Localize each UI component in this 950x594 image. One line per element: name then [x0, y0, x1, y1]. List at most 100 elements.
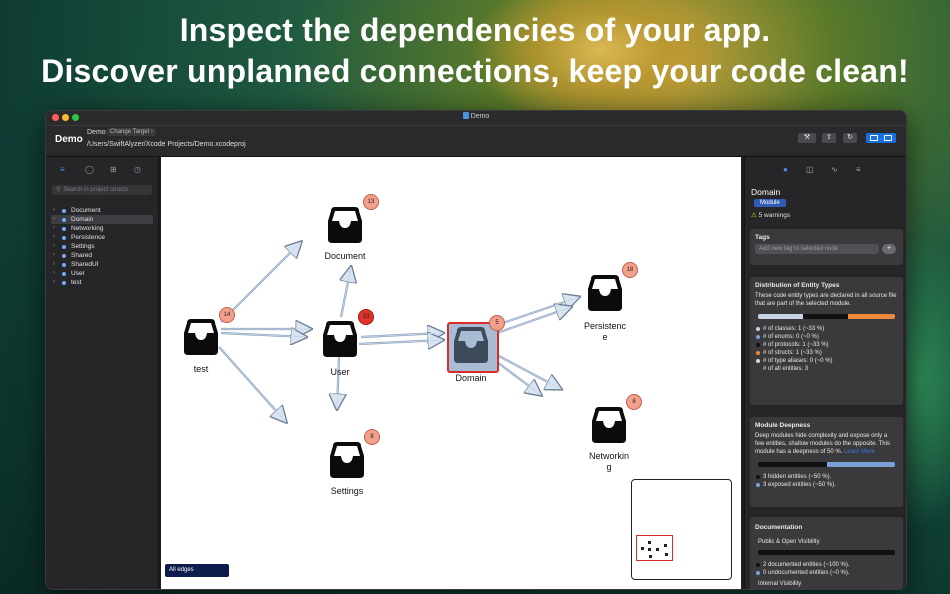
sidebar-item-test[interactable]: ›test: [53, 279, 82, 286]
stat-undocumented: 0 undocumented entities (~0 %).: [755, 569, 898, 577]
search-icon: ⚲: [56, 187, 61, 193]
inspector-title: Domain: [751, 187, 781, 197]
chevron-right-icon[interactable]: ›: [53, 207, 55, 213]
chevron-right-icon[interactable]: ›: [53, 225, 55, 231]
tray-icon[interactable]: [589, 405, 629, 445]
deepness-bar-exposed: [826, 462, 895, 467]
distribution-bar: [758, 314, 895, 319]
deepness-bar: [758, 462, 895, 467]
module-icon: [62, 272, 66, 276]
chart-icon[interactable]: ∿: [831, 165, 838, 174]
refresh-icon[interactable]: ↻: [843, 133, 857, 143]
dependency-graph[interactable]: 14 test 13 Document 33 User 5 Domain 18 …: [161, 157, 741, 589]
chevron-right-icon[interactable]: ›: [53, 261, 55, 267]
tray-icon[interactable]: [451, 325, 491, 365]
grid-icon[interactable]: ⊞: [110, 165, 117, 174]
node-badge-user: 33: [358, 309, 374, 325]
share-icon[interactable]: ⇧: [822, 133, 836, 143]
sidebar-left-icon[interactable]: [870, 135, 878, 141]
tray-icon[interactable]: [585, 273, 625, 313]
tray-icon[interactable]: [327, 440, 367, 480]
tags-title: Tags: [755, 234, 770, 241]
sidebar-item-networking[interactable]: ›Networking: [53, 225, 104, 232]
hammer-icon[interactable]: ⚒: [798, 133, 816, 143]
node-badge-domain: 5: [489, 315, 505, 331]
minimap[interactable]: [631, 479, 732, 580]
node-label-test: test: [193, 364, 209, 374]
sidebar-item-persistence[interactable]: ›Persistence: [53, 234, 105, 241]
warnings-count[interactable]: ⚠ 5 warnings: [751, 212, 791, 219]
project-tree: ›Document ›Domain ›Networking ›Persisten…: [51, 206, 153, 287]
documentation-title: Documentation: [755, 524, 803, 531]
change-target-button[interactable]: Change Target ›: [107, 128, 156, 136]
sidebar-right-icon[interactable]: [884, 135, 892, 141]
tags-card: Tags Add new tag to selected node+: [750, 229, 903, 265]
chevron-right-icon[interactable]: ›: [53, 270, 55, 276]
sidebar-item-user[interactable]: ›User: [53, 270, 85, 277]
app-window: Demo Demo Demo Change Target › /Users/Sw…: [45, 110, 907, 590]
inspector-panel: ● ◫ ∿ ≡ Domain Module ⚠ 5 warnings Tags …: [744, 157, 906, 589]
sidebar-item-shared[interactable]: ›Shared: [53, 252, 92, 259]
add-tag-button[interactable]: +: [882, 244, 896, 254]
deepness-description: Deep modules hide complexity and expose …: [755, 433, 890, 455]
clock-icon[interactable]: ◷: [134, 165, 141, 174]
close-window-button[interactable]: [52, 114, 59, 121]
edges-layer: [218, 157, 741, 589]
module-type-badge: Module: [754, 199, 786, 207]
sidebar-item-sharedui[interactable]: ›SharedUI: [53, 261, 99, 268]
sidebar: ≡ ◯ ⊞ ◷ ⚲Search in project structu ›Docu…: [46, 157, 159, 589]
tag-input[interactable]: Add new tag to selected node: [755, 244, 879, 254]
chevron-right-icon[interactable]: ›: [53, 252, 55, 258]
list-icon[interactable]: ≡: [60, 165, 65, 174]
project-path: /Users/SwiftAlyzer/Xcode Projects/Demo.x…: [87, 141, 246, 148]
stat-enums: # of enums: 0 (~0 %): [755, 333, 898, 341]
module-icon: [62, 263, 66, 267]
edges-filter-button[interactable]: All edges: [165, 564, 229, 577]
module-icon: [62, 254, 66, 258]
app-name: Demo: [55, 134, 83, 145]
sidebar-item-settings[interactable]: ›Settings: [53, 243, 95, 250]
tray-icon[interactable]: [325, 205, 365, 245]
sidebar-item-document[interactable]: ›Document: [53, 207, 101, 214]
tray-icon[interactable]: [320, 319, 360, 359]
module-icon: [62, 227, 66, 231]
minimap-viewport[interactable]: [636, 535, 673, 561]
minimize-window-button[interactable]: [62, 114, 69, 121]
distribution-bar-protocols: [803, 314, 849, 319]
chevron-right-icon[interactable]: ›: [53, 279, 55, 285]
internal-visibility-heading: Internal Visibility: [758, 581, 802, 587]
document-icon: [462, 112, 469, 119]
node-label-document: Document: [324, 251, 366, 261]
deepness-title: Module Deepness: [755, 422, 811, 429]
module-icon: [62, 236, 66, 240]
stat-protocols: # of protocols: 1 (~33 %): [755, 341, 898, 349]
chevron-right-icon[interactable]: ›: [53, 234, 55, 240]
stat-exposed-entities: 3 exposed entities (~50 %).: [755, 481, 898, 489]
tag-icon[interactable]: ◯: [85, 165, 94, 174]
headline-line-1: Inspect the dependencies of your app.: [179, 12, 771, 48]
node-label-domain: Domain: [455, 373, 487, 383]
toolbar: Demo Demo Change Target › /Users/SwiftAl…: [46, 126, 906, 157]
info-icon[interactable]: ●: [783, 165, 788, 174]
node-badge-settings: 8: [364, 429, 380, 445]
relations-icon[interactable]: ◫: [806, 165, 814, 174]
chevron-right-icon[interactable]: ›: [53, 216, 55, 222]
distribution-bar-structs: [848, 314, 895, 319]
sidebar-item-domain[interactable]: ›Domain: [51, 215, 153, 224]
zoom-window-button[interactable]: [72, 114, 79, 121]
window-title: Demo: [46, 112, 906, 120]
node-label-user: User: [330, 367, 350, 377]
project-name: Demo: [87, 129, 106, 136]
chevron-right-icon[interactable]: ›: [53, 243, 55, 249]
documentation-bar: [758, 550, 895, 555]
background-glow: [470, 0, 730, 130]
documentation-card: Documentation Public & Open Visibility 2…: [750, 517, 903, 589]
layout-toggle[interactable]: [866, 133, 896, 143]
search-input[interactable]: ⚲Search in project structu: [52, 185, 152, 195]
settings-sliders-icon[interactable]: ≡: [856, 165, 861, 174]
tray-icon[interactable]: [181, 317, 221, 357]
module-icon: [62, 209, 66, 213]
learn-more-link[interactable]: Learn More: [844, 449, 875, 455]
documentation-subtitle: Public & Open Visibility: [758, 539, 820, 545]
